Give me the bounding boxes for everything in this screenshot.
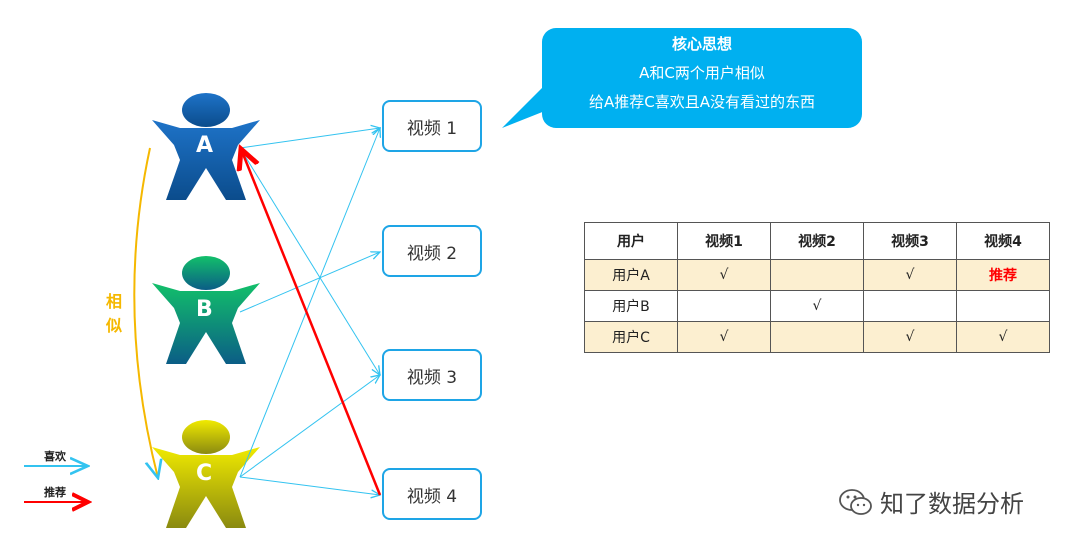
legend-like-label: 喜欢 [44,450,66,463]
cell [770,321,864,353]
edge-a-v1 [239,128,380,149]
bubble-line-2: 给A推荐C喜欢且A没有看过的东西 [589,93,815,111]
recommend-edge-v4-a [241,149,382,496]
table-row: 用户A √ √ 推荐 [584,259,1050,291]
cell [770,259,864,291]
like-edges [239,128,380,495]
cell: √ [863,259,957,291]
cell: √ [677,259,771,291]
legend-recommend-label: 推荐 [44,486,66,499]
header-cell: 视频1 [677,222,771,260]
watermark-text: 知了数据分析 [880,490,1024,518]
wechat-icon [839,488,872,515]
cell: 用户B [584,290,678,322]
cell: √ [677,321,771,353]
edge-a-v3 [239,147,380,375]
table-header-row: 用户 视频1 视频2 视频3 视频4 [584,222,1050,260]
header-cell: 视频4 [956,222,1050,260]
cell: √ [863,321,957,353]
user-c-label: C [196,461,213,486]
edge-c-v3 [239,375,380,478]
bubble-line-1: A和C两个用户相似 [639,64,765,82]
table-row: 用户C √ √ √ [584,321,1050,353]
core-idea-bubble: 核心思想 A和C两个用户相似 给A推荐C喜欢且A没有看过的东西 [542,28,862,128]
person-b-icon [152,256,260,364]
edge-b-v2 [239,252,380,313]
user-video-table: 用户 视频1 视频2 视频3 视频4 用户A √ √ 推荐 用户B √ 用户C … [584,222,1050,353]
header-cell: 视频3 [863,222,957,260]
cell [863,290,957,322]
person-c-icon [152,420,260,528]
cell: √ [956,321,1050,353]
cell [677,290,771,322]
header-cell: 用户 [584,222,678,260]
table-row: 用户B √ [584,290,1050,322]
edge-c-v4 [239,476,380,495]
header-cell: 视频2 [770,222,864,260]
user-a-label: A [196,133,214,158]
cell: √ [770,290,864,322]
watermark: 知了数据分析 [838,484,1024,519]
person-a-icon [152,93,260,200]
similar-label: 相似 [106,292,123,335]
similar-bracket [133,147,158,478]
cell [956,290,1050,322]
video-2-box: 视频 2 [382,225,482,277]
cell: 用户C [584,321,678,353]
bubble-title: 核心思想 [671,35,732,53]
user-b-label: B [196,297,213,322]
recommend-cell: 推荐 [956,259,1050,291]
edge-c-v1 [239,128,380,478]
cell: 用户A [584,259,678,291]
video-1-box: 视频 1 [382,100,482,152]
video-3-box: 视频 3 [382,349,482,401]
video-4-box: 视频 4 [382,468,482,520]
